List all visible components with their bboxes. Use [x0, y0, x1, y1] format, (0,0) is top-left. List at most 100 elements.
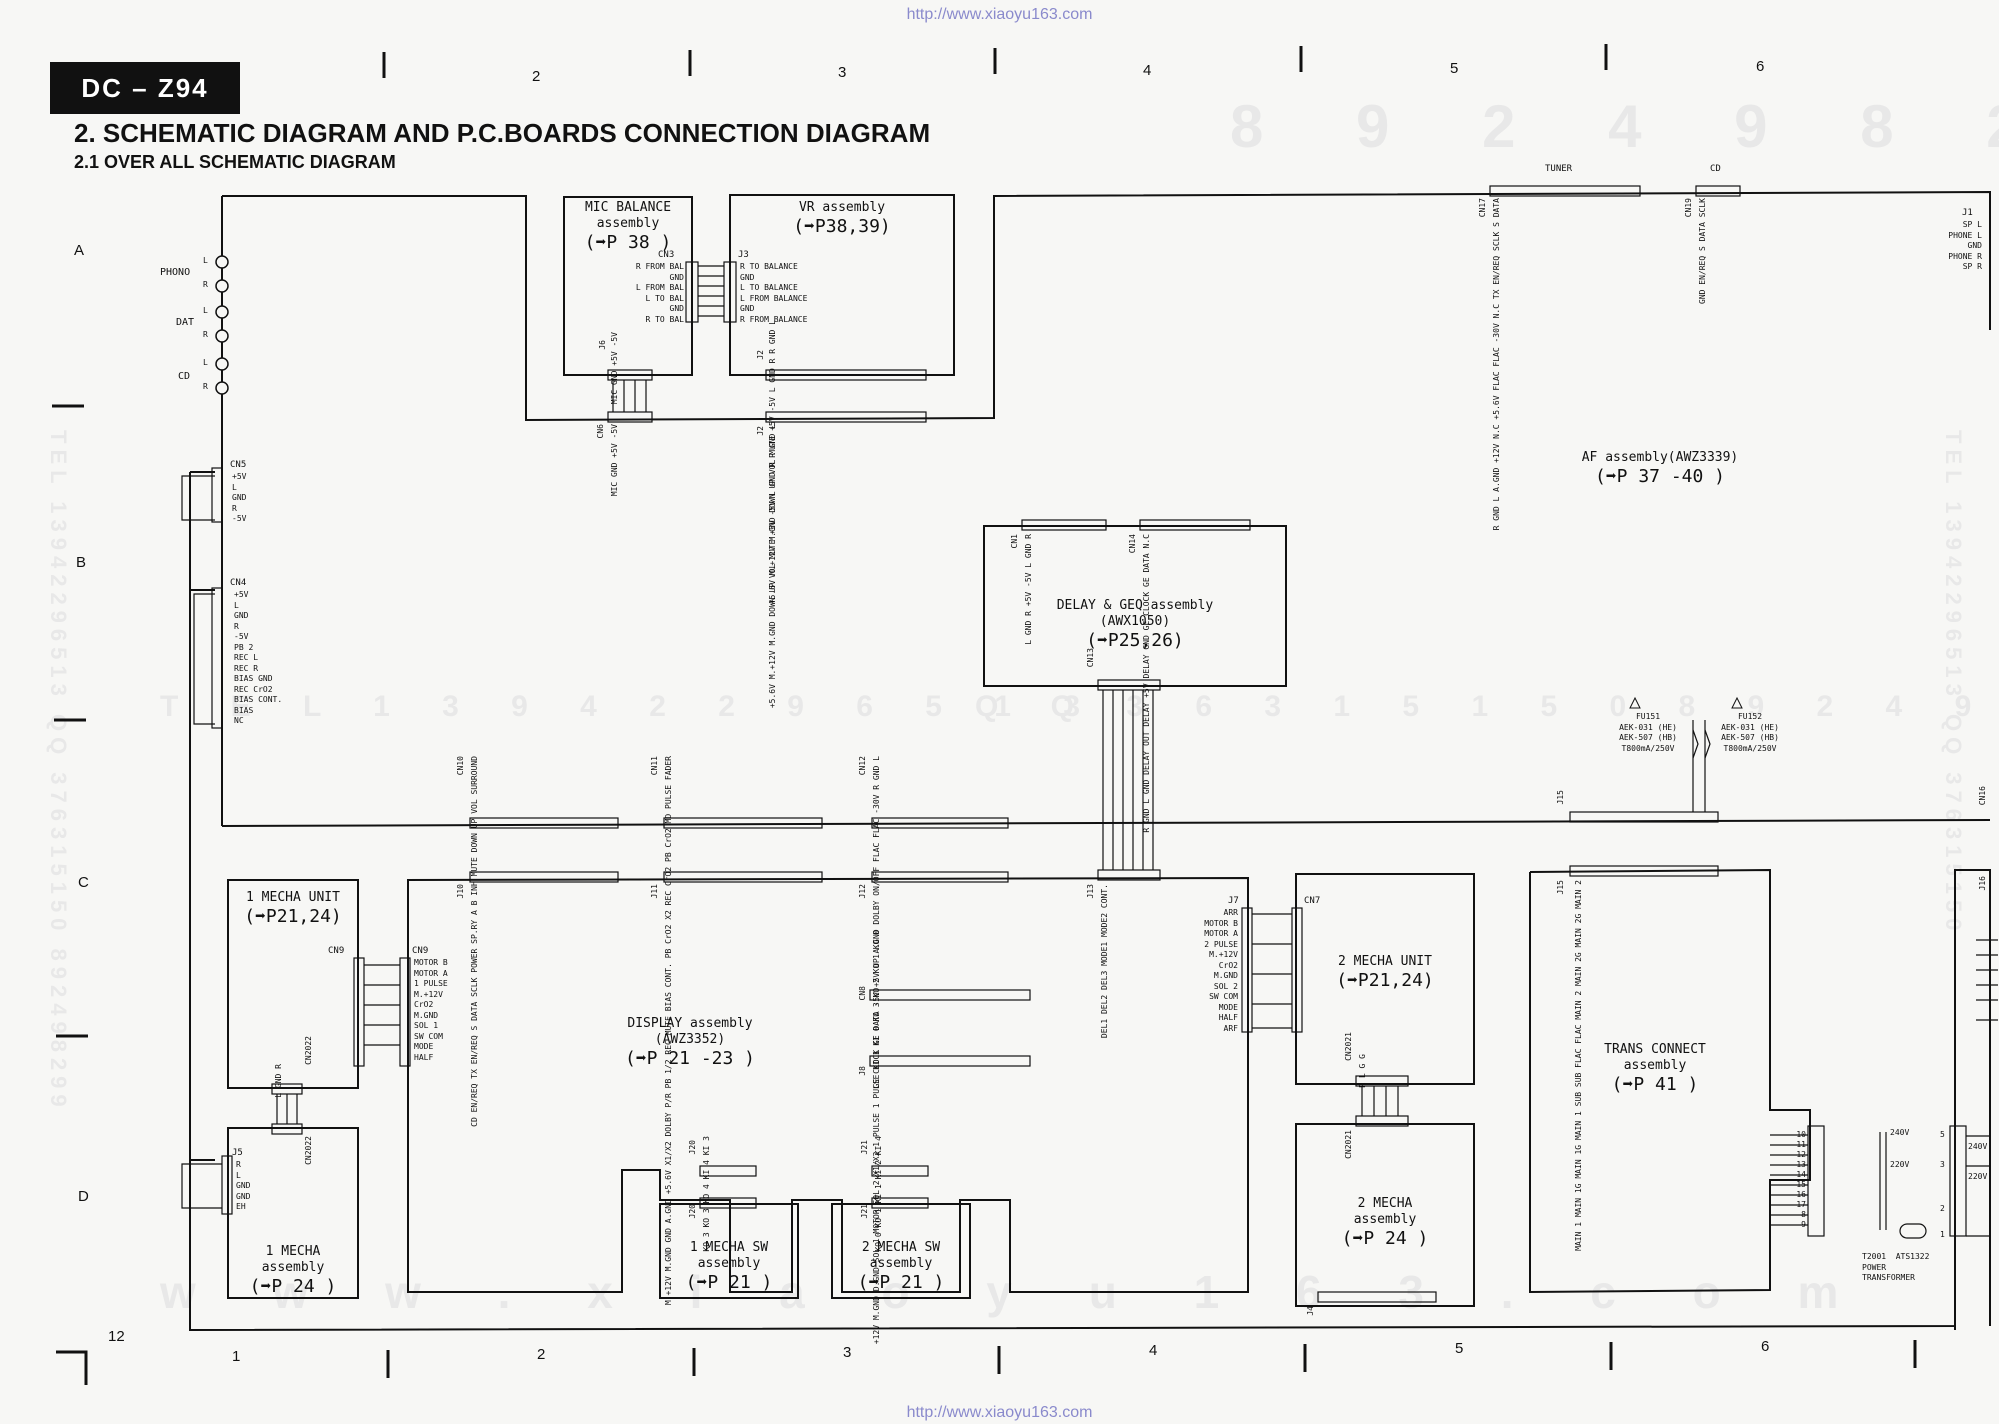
cn4-name: CN4: [230, 578, 247, 588]
cn3-name: CN3: [658, 250, 675, 260]
transformer-pin-2: 2: [1940, 1204, 1945, 1213]
j7-pins: ARR MOTOR B MOTOR A 2 PULSE M.+12V CrO2 …: [1204, 908, 1238, 1033]
mecha-sw2-box: [831, 1203, 971, 1299]
model-badge: DC – Z94: [50, 62, 240, 114]
j5-pins: R L GND GND EH: [236, 1160, 251, 1211]
mecha-sw2-assembly: 2 MECHA SW assembly(➡P 21 ): [832, 1240, 970, 1294]
transformer-pin-17: 17: [1796, 1200, 1806, 1209]
cn2022a-pins: L GND R: [274, 1064, 283, 1098]
transformer-pin-14: 14: [1796, 1170, 1806, 1179]
j11-name: J11: [650, 884, 659, 899]
cd-group-label: CD: [1710, 164, 1721, 174]
grid-col-bot-3: 3: [843, 1344, 852, 1361]
cd-l-jack: [215, 357, 229, 371]
j10-strip: [469, 871, 619, 883]
watermark-middle-right: Q Q 3 6 3 1 5 1 5 0 8 9 2 4 9 8 2 9 9: [975, 690, 1999, 723]
grid-row-a: A: [74, 242, 85, 259]
cn14-name: CN14: [1128, 534, 1137, 554]
display-ref: (➡P 21 -23 ): [624, 1048, 756, 1069]
cn2021b-name: CN2021: [1344, 1130, 1353, 1159]
cn16-name: CN16: [1978, 786, 1987, 806]
j15-name: J15: [1556, 880, 1565, 895]
cn13-strip: [1097, 679, 1161, 691]
dat-r-label: R: [203, 330, 208, 339]
j2b-name: J2: [756, 426, 765, 436]
phono-r-jack: [215, 279, 229, 293]
cn2021a-strip: [1355, 1075, 1409, 1087]
cd-r-label: R: [203, 382, 208, 391]
trans-connect-ref: (➡P 41 ): [1611, 1074, 1699, 1095]
display-title: DISPLAY assembly (AWZ3352): [627, 1016, 753, 1047]
grid-col-top-4: 4: [1143, 62, 1152, 79]
j13-strip: [1097, 869, 1161, 881]
mic-balance-title: MIC BALANCE assembly: [584, 200, 672, 231]
j12-name: J12: [858, 884, 867, 899]
j2b-strip: [765, 411, 927, 423]
cn4-pins: +5V L GND R -5V PB 2 REC L REC R BIAS GN…: [234, 590, 283, 725]
cd-l-label: L: [203, 358, 208, 367]
j1-pins: SP L PHONE L GND PHONE R SP R: [1948, 220, 1982, 271]
delay-geq-assembly: DELAY & GEQ assembly (AWX1050)(➡P25,26): [984, 598, 1286, 652]
j21-pins: KO 0 KO 1 KI 1 KI 2 KI 4: [874, 1136, 883, 1252]
assembly-boxes: [227, 194, 1956, 1330]
j21-strip: [871, 1165, 929, 1177]
grid-col-top-2: 2: [532, 68, 541, 85]
tuner-label: TUNER: [1545, 164, 1573, 174]
transformer-pin-15: 15: [1796, 1180, 1806, 1189]
mecha-sw2-title: 2 MECHA SW assembly: [861, 1240, 941, 1271]
mic-balance-assembly: MIC BALANCE assembly(➡P 38 ): [564, 200, 692, 254]
fu151-label: FU151 AEK-031 (HE) AEK-507 (HB) T800mA/2…: [1619, 712, 1677, 753]
j2-name: J2: [756, 350, 765, 360]
transformer-pin-8: 8: [1801, 1210, 1806, 1219]
cn11-name: CN11: [650, 756, 659, 776]
phono-label: PHONO: [160, 267, 191, 278]
dat-label: DAT: [176, 317, 195, 328]
j21b-name: J21: [860, 1204, 869, 1219]
transformer-right-pins: [1949, 1125, 1967, 1237]
grid-col-bot-5: 5: [1455, 1340, 1464, 1357]
cn1-strip: [1021, 519, 1107, 531]
j15-top-name: J15: [1556, 790, 1565, 805]
cn1-name: CN1: [1010, 534, 1019, 549]
grid-row-c: C: [78, 874, 89, 891]
transformer-pin-13: 13: [1796, 1160, 1806, 1169]
tap-240v: 240V: [1890, 1128, 1910, 1137]
j6-pins: MIC GND +5V -5V: [610, 332, 619, 405]
transformer-pin-11: 11: [1796, 1140, 1806, 1149]
cn8-strip: [869, 989, 1031, 1001]
transformer-pin-1: 1: [1940, 1230, 1945, 1239]
cn2021a-pins: R L G G: [1358, 1054, 1367, 1088]
dat-l-jack: [215, 305, 229, 319]
grid-col-top-5: 5: [1450, 60, 1459, 77]
af-assembly: AF assembly(AWZ3339)(➡P 37 -40 ): [1520, 450, 1800, 488]
fu151-warning-icon: [1629, 696, 1641, 709]
j6-strip: [607, 369, 653, 381]
vr-title: VR assembly: [798, 200, 886, 215]
transformer-pin-10: 10: [1796, 1130, 1806, 1139]
cn9b-strip: [399, 957, 411, 1067]
watermark-middle: T E L 1 3 9 4 2 2 9 6 5 1 3: [160, 690, 1103, 723]
tap-220v: 220V: [1890, 1160, 1910, 1169]
dat-r-jack: [215, 329, 229, 343]
j13-pins: DEL1 DEL2 DEL3 MODE1 MODE2 CONT.: [1100, 884, 1109, 1039]
transformer-pin-12: 12: [1796, 1150, 1806, 1159]
watermark-side-left: TEL 13942296513 QQ 376315150 892498299: [46, 430, 71, 1113]
delay-geq-box: [983, 525, 1287, 687]
delay-geq-ref: (➡P25,26): [1086, 630, 1184, 651]
mecha-sw1-title: 1 MECHA SW assembly: [689, 1240, 769, 1271]
j4-name: J4: [1306, 1306, 1315, 1316]
mecha1-box: [227, 1127, 359, 1299]
j15-pins: MAIN 1 MAIN 1G MAIN 1G MAIN 1 SUB SUB FL…: [1574, 880, 1583, 1251]
thermal-fuse: [1899, 1223, 1927, 1239]
j5-strip: [221, 1155, 233, 1215]
j1-name: J1: [1962, 208, 1973, 218]
j20-strip: [699, 1165, 757, 1177]
cn5-name: CN5: [230, 460, 247, 470]
cn9a-name: CN9: [328, 946, 345, 956]
mecha-sw2-ref: (➡P 21 ): [857, 1272, 945, 1293]
mecha1-assembly: 1 MECHA assembly(➡P 24 ): [228, 1244, 358, 1298]
j4-strip: [1317, 1291, 1437, 1303]
phono-l-label: L: [203, 256, 208, 265]
j11-strip: [663, 871, 823, 883]
